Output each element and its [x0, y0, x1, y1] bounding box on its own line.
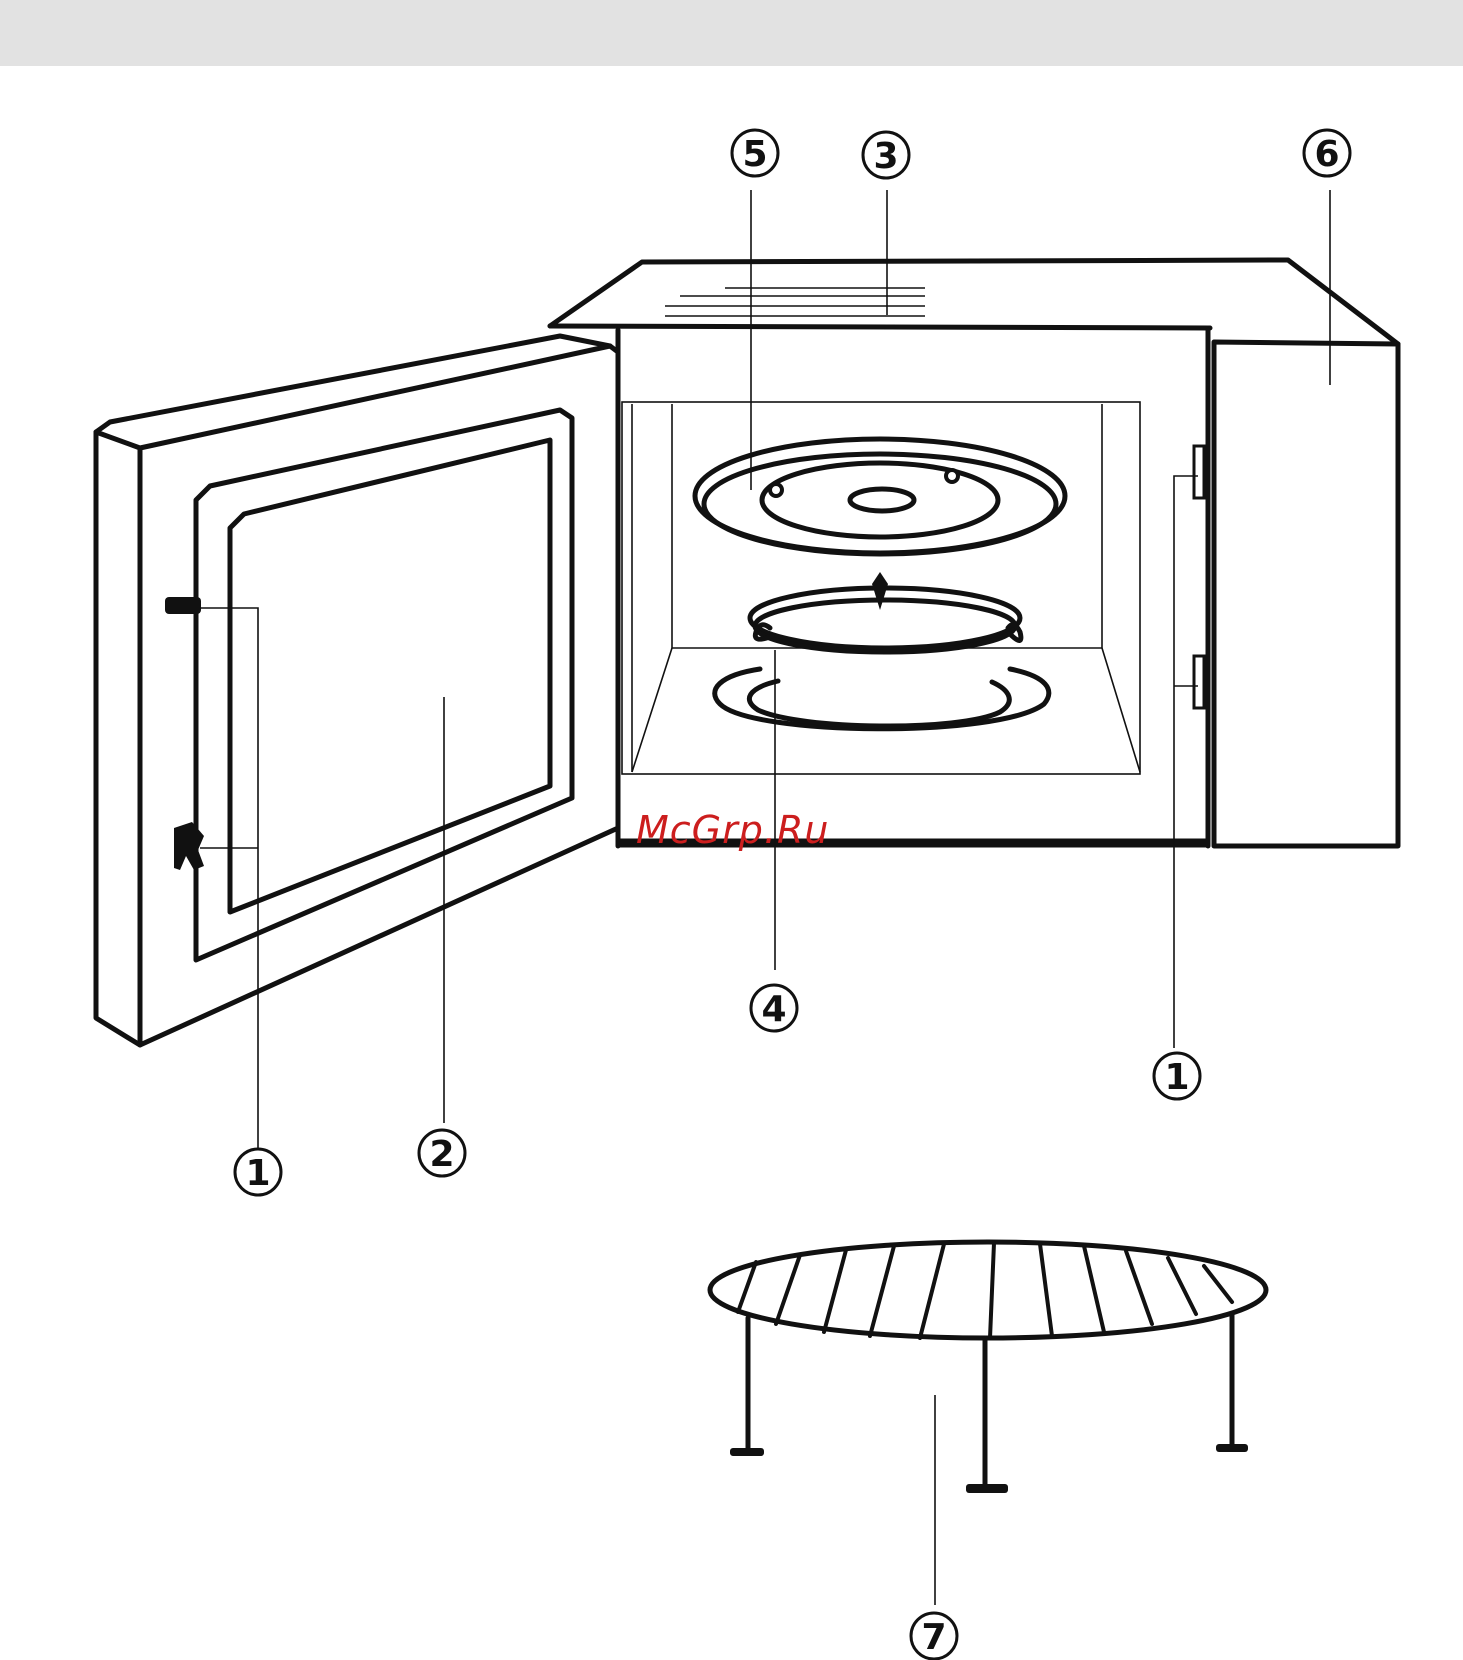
control-panel-box [1214, 342, 1398, 846]
callout-label: 1 [245, 1153, 270, 1194]
callout-label: 2 [429, 1134, 454, 1175]
roller-ring [750, 572, 1021, 652]
door-latch-bottom [174, 822, 204, 870]
callout-door-latch-left: 1 [235, 1149, 281, 1195]
oven-door [96, 336, 618, 1045]
top-vent-slots [665, 288, 925, 316]
grill-rack-feet [730, 1444, 1248, 1493]
watermark: McGrp.Ru [636, 808, 829, 852]
door-latch-top [165, 597, 201, 614]
callout-label: 3 [873, 136, 898, 177]
callout-label: 6 [1314, 134, 1339, 175]
callout-label: 1 [1164, 1057, 1189, 1098]
oven-body [550, 260, 1398, 846]
callout-door-latch-right: 1 [1154, 1053, 1200, 1099]
callout-label: 5 [742, 134, 767, 175]
hinge-bottom [1194, 656, 1204, 708]
hinge-top [1194, 446, 1204, 498]
callout-label: 4 [761, 989, 786, 1030]
door-window-glass [230, 440, 550, 912]
callout-door-window: 2 [419, 1130, 465, 1176]
callout-roller-ring: 4 [751, 985, 797, 1031]
rotating-base [715, 669, 1049, 729]
grill-rack-bars [738, 1243, 1232, 1338]
callout-waveguide-cover: 3 [863, 132, 909, 178]
callout-glass-tray: 5 [732, 130, 778, 176]
callout-grill-rack: 7 [911, 1613, 957, 1659]
callout-control-panel: 6 [1304, 130, 1350, 176]
grill-rack [710, 1242, 1266, 1493]
callout-label: 7 [921, 1617, 946, 1658]
